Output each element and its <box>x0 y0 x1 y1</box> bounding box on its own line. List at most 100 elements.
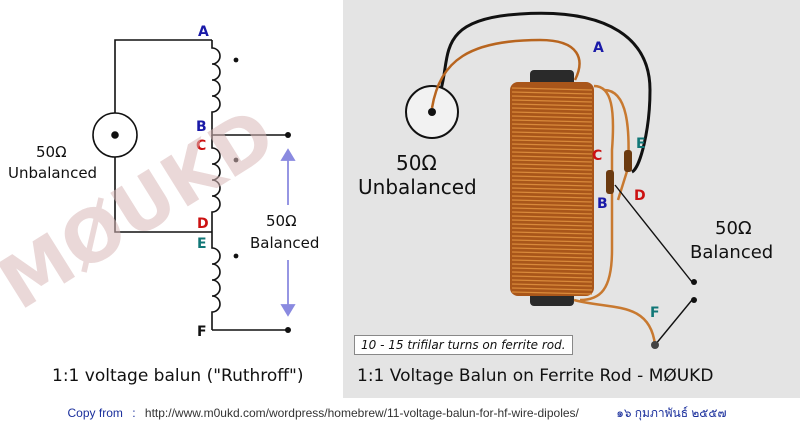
load-label-left: Balanced <box>250 234 319 252</box>
coil-turn <box>511 267 593 271</box>
coil-turn <box>511 91 593 95</box>
coil-turn <box>511 119 593 123</box>
coil-turn <box>511 291 593 295</box>
lead-f-end <box>651 341 659 349</box>
wire-source-to-d <box>114 157 212 233</box>
coil-turn <box>511 235 593 239</box>
terminal-label-c: C <box>196 138 206 154</box>
wire-source-to-a <box>114 39 212 113</box>
coil-turn <box>511 175 593 179</box>
coil-turn <box>511 219 593 223</box>
output-terminal-top <box>285 132 291 138</box>
watermark-logo: MØUKD <box>0 92 289 326</box>
footer-date: ๑๖ กุมภาพันธ์ ๒๕๕๗ <box>616 406 727 420</box>
copper-lead-a <box>430 38 581 109</box>
photo-terminal-label-a: A <box>593 40 604 56</box>
coil-turn <box>511 279 593 283</box>
coil-turn <box>511 239 593 243</box>
winding-note: 10 - 15 trifilar turns on ferrite rod. <box>354 335 573 355</box>
photo-terminal-label-c: C <box>592 148 602 164</box>
photo-source-dot <box>428 108 436 116</box>
copper-lead-side <box>579 84 615 302</box>
terminal-label-f: F <box>197 324 207 340</box>
coil-turn <box>511 215 593 219</box>
terminal-label-e: E <box>197 236 207 252</box>
coil-turn <box>511 111 593 115</box>
coil-turn <box>511 159 593 163</box>
coil-turn <box>511 255 593 259</box>
coil-turn <box>511 243 593 247</box>
coil-winding-ef <box>211 240 221 330</box>
terminal-label-a: A <box>198 24 209 40</box>
coil-turn <box>511 203 593 207</box>
photo-terminal-label-e: E <box>636 136 646 152</box>
coil-turn <box>511 179 593 183</box>
terminal-labels-right: A B C D E F <box>592 40 660 321</box>
terminal-label-b: B <box>196 119 207 135</box>
coil-winding-ab <box>211 40 221 130</box>
load-impedance-left: 50Ω <box>266 212 297 230</box>
source-label-right: Unbalanced <box>358 175 477 199</box>
coil-turn <box>511 211 593 215</box>
copper-lead-f <box>573 298 657 346</box>
photo-terminal-label-d: D <box>634 188 646 204</box>
coil-turn <box>511 95 593 99</box>
coil-turn <box>511 147 593 151</box>
footer: Copy from : http://www.m0ukd.com/wordpre… <box>0 404 800 423</box>
photo-illustration <box>405 11 697 349</box>
coil-turn <box>511 167 593 171</box>
polarity-dot <box>233 253 239 259</box>
load-label-right: Balanced <box>690 242 773 263</box>
coil-turn <box>511 131 593 135</box>
coil-turn <box>511 191 593 195</box>
terminal-labels-left: A B C D E F <box>196 24 209 340</box>
coil-turn <box>511 247 593 251</box>
source-impedance-left: 50Ω <box>36 143 67 161</box>
polarity-dot <box>233 157 239 163</box>
photo-output-terminal-bottom <box>691 297 697 303</box>
junction-bc <box>606 170 614 194</box>
balanced-arrow <box>280 148 296 317</box>
coil-turn <box>511 183 593 187</box>
source-center-dot <box>111 131 119 139</box>
arrow-head-down <box>280 304 296 317</box>
coil-turn <box>511 87 593 91</box>
photo-output-terminal-top <box>691 279 697 285</box>
coil-turn <box>511 263 593 267</box>
coil-turn <box>511 135 593 139</box>
coil-turn <box>511 207 593 211</box>
coil-turn <box>511 139 593 143</box>
coil-turn <box>511 283 593 287</box>
coil-turn <box>511 171 593 175</box>
coil-turn <box>511 151 593 155</box>
coil-turn <box>511 103 593 107</box>
coil-turn <box>511 195 593 199</box>
output-terminals-left <box>285 132 291 333</box>
text-labels-right: 50Ω Unbalanced 50Ω Balanced <box>358 151 773 263</box>
coil-turn <box>511 223 593 227</box>
caption-left: 1:1 voltage balun ("Ruthroff") <box>52 366 304 386</box>
source-link[interactable]: http://www.m0ukd.com/wordpress/homebrew/… <box>144 406 579 420</box>
coil-turn <box>511 99 593 103</box>
source-label-left: Unbalanced <box>8 164 97 182</box>
coil-turn <box>511 187 593 191</box>
coil-turn <box>511 287 593 291</box>
coil-turn <box>511 271 593 275</box>
coil-turn <box>511 155 593 159</box>
junction-de <box>624 150 632 172</box>
source-impedance-right: 50Ω <box>396 151 437 175</box>
footer-label: Copy from <box>67 406 123 420</box>
photo-terminal-label-f: F <box>650 305 660 321</box>
coil-turn <box>511 199 593 203</box>
coil-turn <box>511 227 593 231</box>
load-impedance-right: 50Ω <box>715 218 752 239</box>
coil-turn <box>511 275 593 279</box>
coil-turn <box>511 123 593 127</box>
coil-turn <box>511 143 593 147</box>
coil-turns <box>511 87 593 295</box>
footer-separator: : <box>132 406 136 420</box>
balanced-line-top <box>614 184 693 283</box>
coil-turn <box>511 115 593 119</box>
coil-turn <box>511 127 593 131</box>
photo-terminal-label-b: B <box>597 196 608 212</box>
